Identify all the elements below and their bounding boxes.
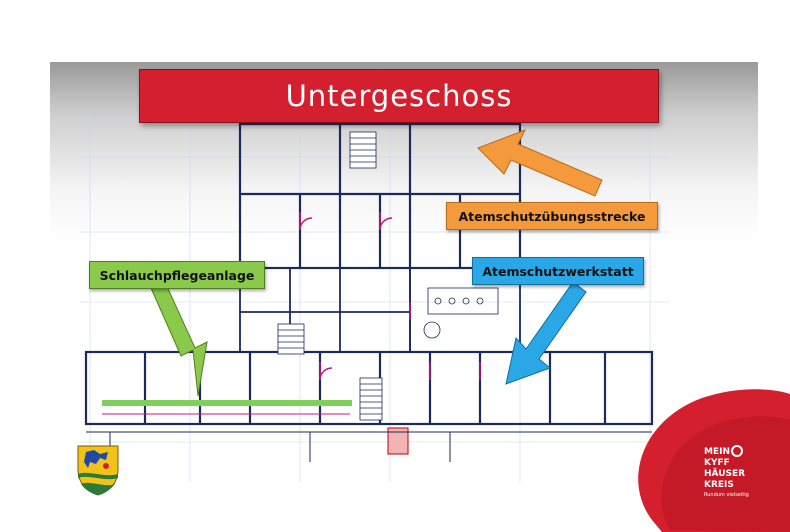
orange-arrow <box>477 129 603 197</box>
foundation-lines <box>86 431 652 462</box>
title-banner: Untergeschoss <box>139 69 659 123</box>
label-schlauchpflegeanlage: Schlauchpflegeanlage <box>89 261 265 289</box>
coat-of-arms-icon <box>77 445 119 496</box>
logo-line-4: KREIS <box>704 480 734 490</box>
workshop-equipment <box>423 287 499 339</box>
door-markings <box>299 212 481 381</box>
walls-upper <box>238 122 522 270</box>
floor-plan <box>80 112 670 482</box>
label-atemschutzuebungsstrecke: Atemschutzübungsstrecke <box>446 202 658 230</box>
logo-tagline: Rundum vielseitig <box>704 492 749 498</box>
logo-ring-icon <box>731 445 743 457</box>
logo-line-2: KYFF <box>704 458 730 468</box>
stairs <box>277 131 383 421</box>
logo-line-1: MEIN <box>704 447 730 457</box>
blue-arrow <box>505 281 587 385</box>
page-title: Untergeschoss <box>285 79 513 113</box>
fire-equipment <box>387 427 409 455</box>
label-atemschutzwerkstatt: Atemschutzwerkstatt <box>472 257 644 285</box>
logo-line-3: HÄUSER <box>704 468 745 479</box>
green-arrow <box>150 281 208 397</box>
hose-line <box>102 400 352 406</box>
kyffhaeuserkreis-logo: MEIN KYFF HÄUSER KREIS Rundum vielseitig <box>638 387 790 532</box>
